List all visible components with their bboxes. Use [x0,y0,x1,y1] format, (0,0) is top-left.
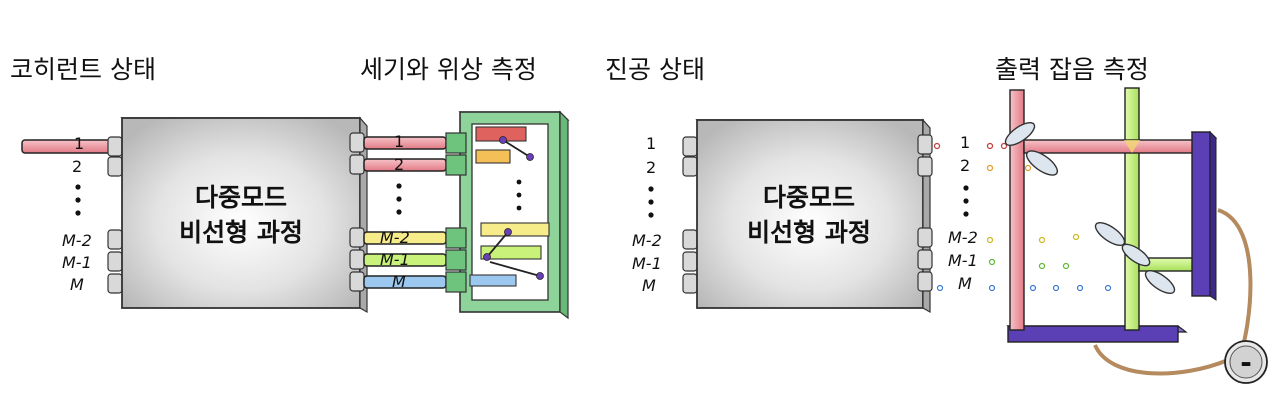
left-out-label-m: M [392,272,406,291]
right-box-label-line1: 다중모드 [763,183,855,212]
right-out-label-m: M [958,274,972,293]
beam-splitter-discs [1004,121,1176,295]
right-out-label-m2: M-2 [948,228,978,247]
purple-base-bar [1006,325,1188,343]
measurement-frame [458,110,570,320]
coherent-state-title: 코히런트 상태 [10,55,156,84]
output-noise-measurement-title: 출력 잡음 측정 [995,55,1149,84]
left-in-dots [75,184,81,216]
right-out-label-m1: M-1 [948,251,978,270]
left-in-label-2: 2 [72,157,82,176]
left-box-label-line1: 다중모드 [195,183,287,212]
right-in-label-m: M [642,276,656,295]
left-out-label-1: 1 [394,132,404,151]
right-in-dots [648,186,654,218]
measure-bar-2 [475,149,511,164]
right-out-label-2: 2 [960,156,970,175]
pink-horizontal-rail [1023,139,1201,154]
purple-detector-bar [1190,130,1218,301]
vacuum-state-title: 진공 상태 [605,55,705,84]
left-out-beam-2 [363,158,447,172]
right-in-label-m1: M-1 [632,254,662,273]
left-out-dots [396,183,402,215]
coherent-input-beam [21,139,123,154]
right-input-ports [682,136,698,294]
left-in-label-m2: M-2 [62,231,92,250]
intensity-phase-measurement-title: 세기와 위상 측정 [360,55,537,84]
right-in-label-1: 1 [646,134,656,153]
left-out-label-2: 2 [394,155,404,174]
phase-pins [486,139,541,277]
noise-detector [1224,340,1268,384]
right-in-label-m2: M-2 [632,231,662,250]
left-out-label-m1: M-1 [380,250,410,269]
phase-pin-heads [483,136,544,280]
left-in-label-1: 1 [74,134,84,153]
measure-bar-m2 [480,222,550,237]
vacuum-mode-dots [933,142,1112,292]
left-multimode-box [120,116,368,314]
right-multimode-box [695,118,931,314]
lime-vertical-rail [1124,87,1140,331]
detector-minus-symbol: - [1240,346,1252,379]
pink-vertical-rail [1009,89,1025,331]
left-panel: 코히런트 상태 세기와 위상 측정 다중모드 비선형 과정 [10,55,570,320]
measure-dots [516,179,522,211]
measure-bar-m1 [480,245,542,260]
left-box-label-line2: 비선형 과정 [179,218,303,247]
left-input-ports [107,136,123,294]
rail-crossing [1124,140,1140,153]
right-in-label-2: 2 [646,158,656,177]
right-out-label-1: 1 [960,133,970,152]
right-output-ports [917,134,933,292]
frame-couplers [445,132,467,293]
left-in-label-m1: M-1 [62,253,92,272]
measure-bar-m [469,274,517,287]
right-out-dots [963,185,969,217]
right-panel: 진공 상태 출력 잡음 측정 다중모드 비선형 과정 1 2 [605,55,1268,384]
left-in-label-m: M [70,275,84,294]
left-out-label-m2: M-2 [380,228,410,247]
right-box-label-line2: 비선형 과정 [747,218,871,247]
left-out-beam-1 [363,136,447,150]
